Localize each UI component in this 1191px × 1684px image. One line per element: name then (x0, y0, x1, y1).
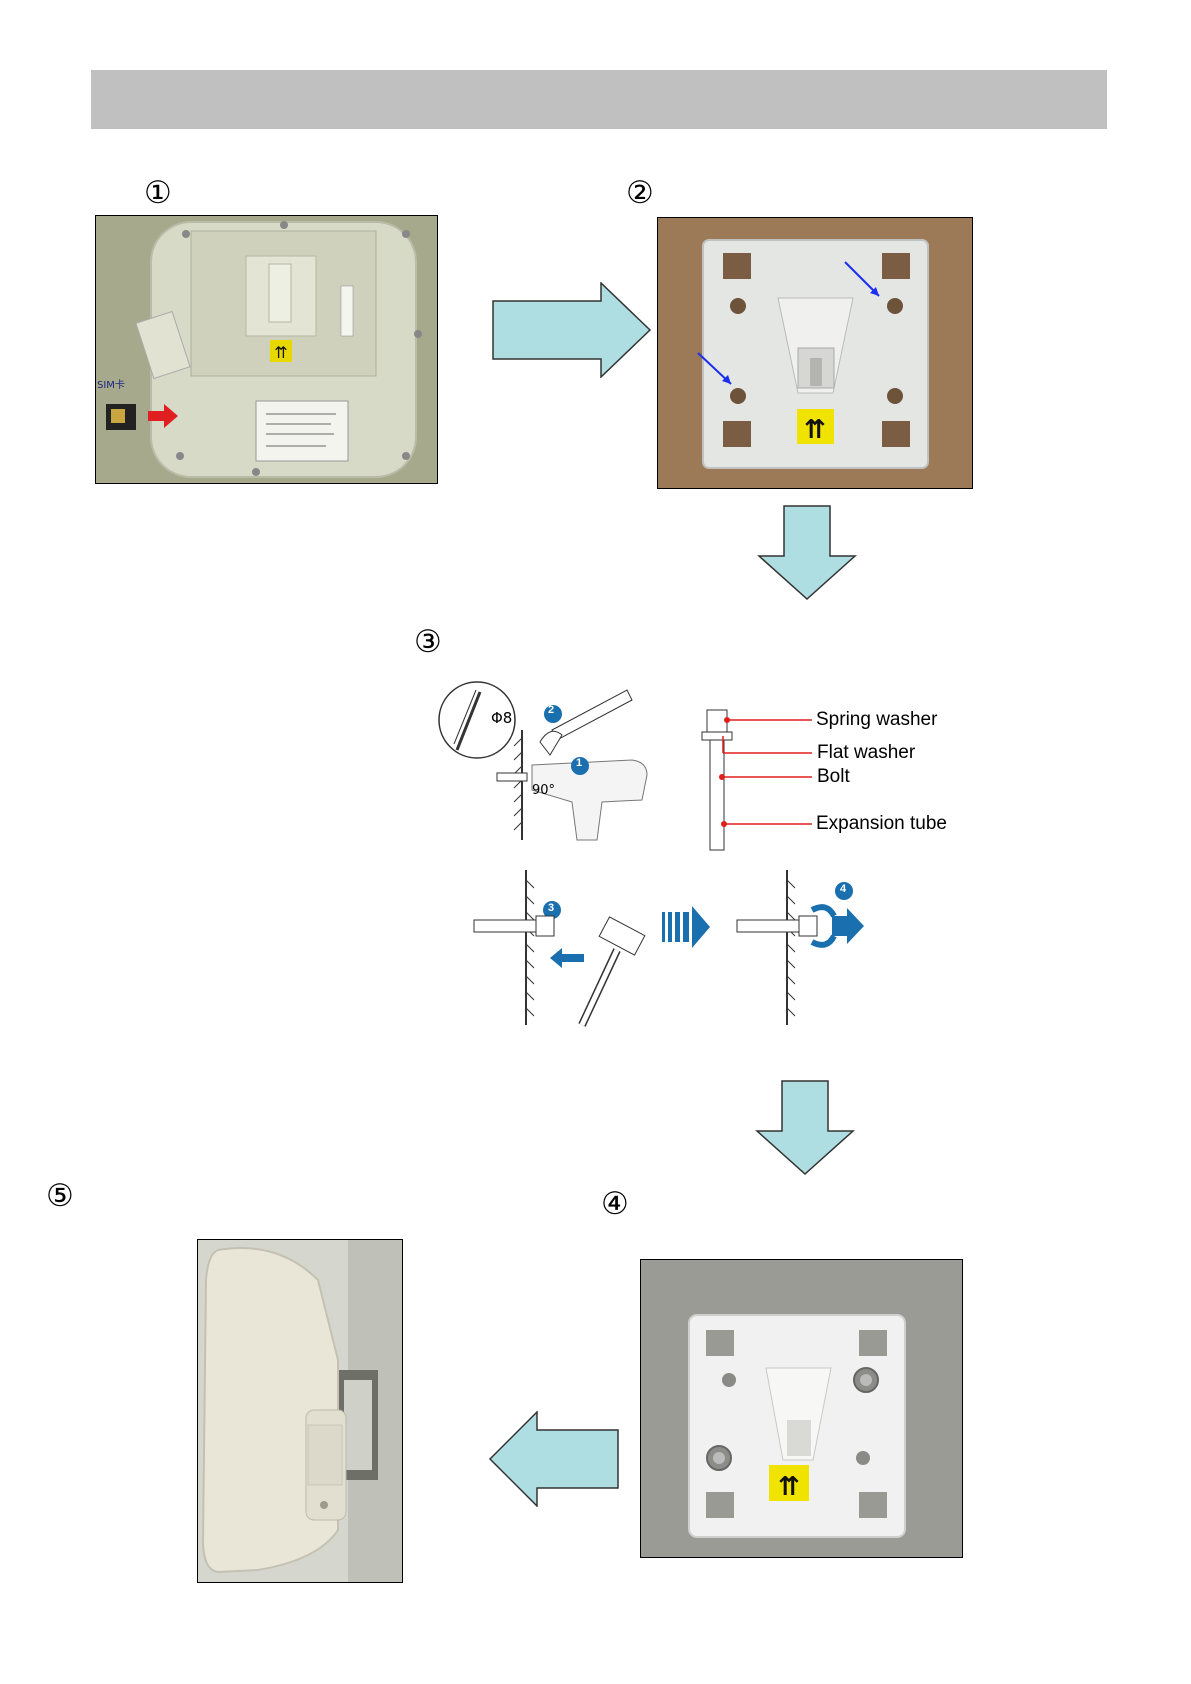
spring-washer-label: Spring washer (816, 709, 937, 731)
flat-washer-label: Flat washer (817, 742, 915, 764)
header-banner (91, 70, 1107, 129)
angle-label: 90° (532, 783, 555, 798)
mounting-bracket-photo: ⇈ (657, 217, 973, 489)
drill-diagram (432, 680, 952, 1030)
marker-2: 2 (548, 704, 554, 716)
hammer-icon (582, 917, 645, 1025)
installation-diagram: Φ8 90° 2 1 3 4 Spring washer Flat washer… (432, 680, 952, 1030)
svg-text:⇈: ⇈ (804, 415, 826, 445)
step-1-number: ① (144, 178, 172, 209)
marker-3: 3 (548, 902, 554, 914)
step-5-number: ⑤ (46, 1181, 74, 1212)
device-mounted-photo (197, 1239, 403, 1583)
drill-size-label: Φ8 (491, 709, 512, 727)
bolt-label: Bolt (817, 766, 850, 788)
down-arrow-icon (755, 1080, 855, 1176)
rotate-icon (812, 907, 864, 945)
left-arrow-icon (488, 1411, 620, 1507)
down-arrow-icon (757, 505, 857, 601)
step-4-number: ④ (601, 1189, 629, 1220)
device-back-photo: ⇈ SIM卡 (95, 215, 438, 484)
sim-card-label: SIM卡 (97, 376, 125, 391)
expansion-tube-label: Expansion tube (816, 813, 947, 835)
step-2-number: ② (626, 178, 654, 209)
bracket-on-wall-photo: ⇈ (640, 1259, 963, 1558)
right-arrow-icon (492, 282, 652, 378)
svg-text:⇈: ⇈ (274, 343, 287, 362)
svg-text:⇈: ⇈ (778, 1472, 800, 1502)
step-3-number: ③ (414, 627, 442, 658)
marker-4: 4 (840, 883, 846, 895)
marker-1: 1 (576, 757, 582, 769)
drill-icon (497, 760, 647, 840)
